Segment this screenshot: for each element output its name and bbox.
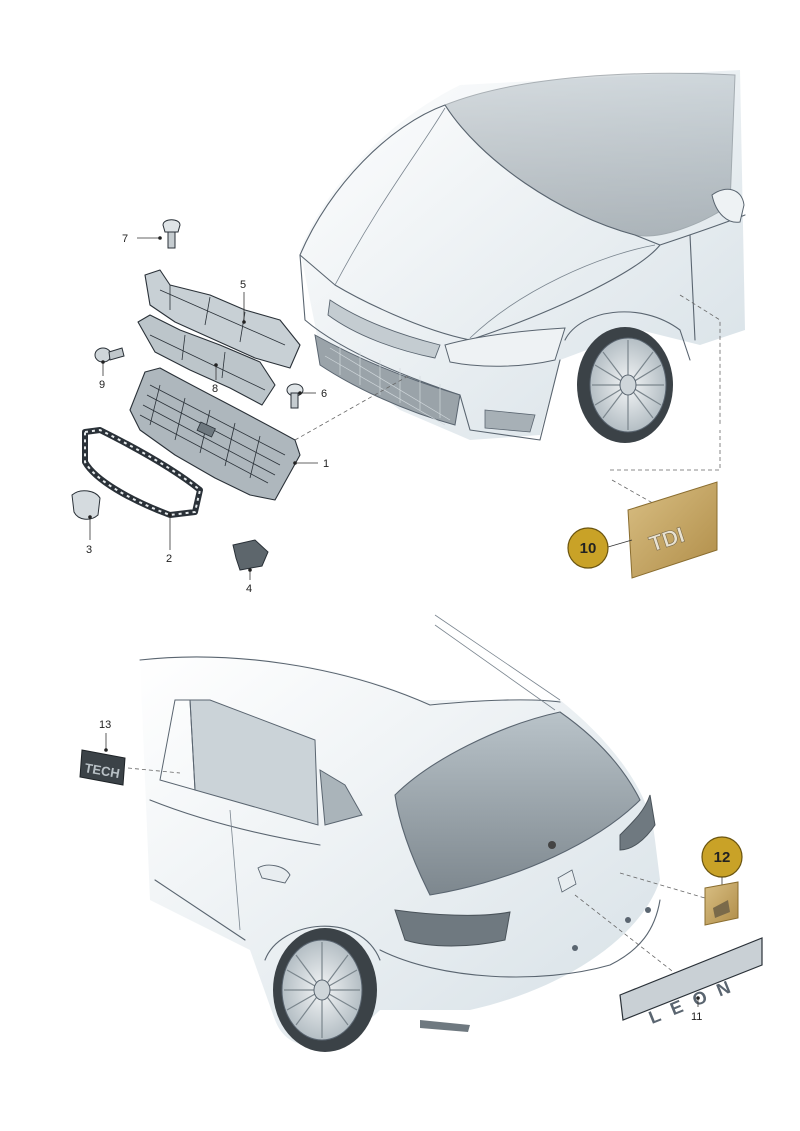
- callout-5: 5: [240, 279, 246, 291]
- screw-6-part: [286, 383, 304, 409]
- callout-7: 7: [122, 233, 128, 245]
- callout-6: 6: [321, 388, 327, 400]
- callout-2: 2: [166, 553, 172, 565]
- screw-7-part: [162, 219, 181, 249]
- lower-bracket-8-part: [137, 314, 276, 406]
- screw-9-part: [94, 347, 125, 363]
- rear-car-illustration: [139, 614, 661, 1052]
- badge-12: 12: [701, 836, 743, 878]
- grille-1-part: [129, 367, 301, 501]
- callout-8: 8: [212, 383, 218, 395]
- callout-9: 9: [99, 379, 105, 391]
- top-callout-leaders: [88, 236, 318, 580]
- seat-logo-emblem-plate: [704, 881, 739, 926]
- badge-10: 10: [567, 527, 609, 569]
- svg-text:12: 12: [714, 849, 731, 866]
- rear-leader-lines: [127, 767, 706, 986]
- callout-3: 3: [86, 544, 92, 556]
- callout-11: 11: [691, 1011, 702, 1023]
- front-car-illustration: [299, 70, 746, 443]
- fr-emblem-4-part: [232, 539, 269, 571]
- svg-text:10: 10: [580, 540, 597, 557]
- cap-3-part: [71, 490, 101, 520]
- callout-13: 13: [99, 719, 111, 731]
- grille-parts: [71, 219, 304, 571]
- tech-emblem-text: TECH: [84, 760, 121, 781]
- tech-emblem-13: TECH: [79, 749, 126, 786]
- callout-1: 1: [323, 458, 329, 470]
- callout-4: 4: [246, 583, 252, 595]
- tdi-emblem-plate: TDI: [627, 481, 718, 579]
